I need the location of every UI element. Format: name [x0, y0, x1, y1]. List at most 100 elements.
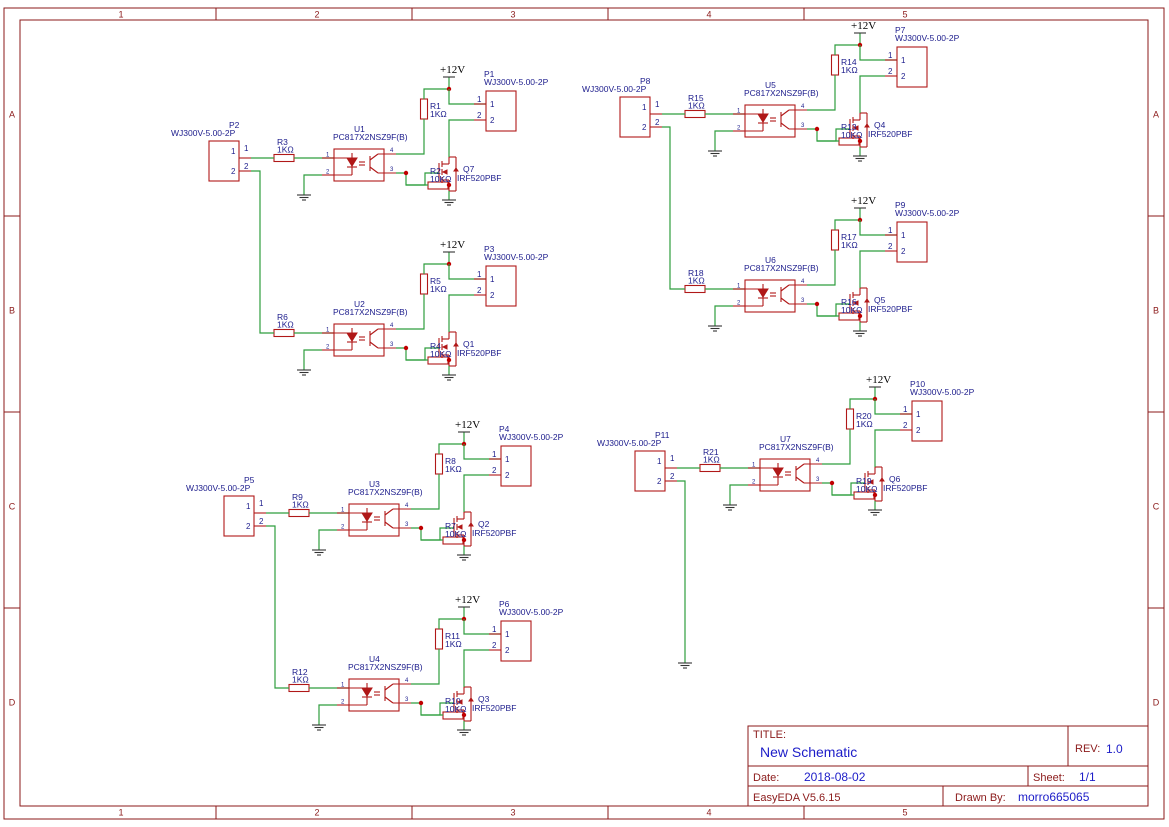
date-value: 2018-08-02: [804, 770, 866, 784]
pin-label: 1: [657, 457, 662, 466]
zone-row-left: D: [9, 697, 16, 707]
title-block: TITLE: New Schematic REV: 1.0 Date: 2018…: [747, 725, 1149, 807]
optocoupler-ref: U2: [354, 299, 365, 309]
mosfet-arrow-icon: [852, 300, 859, 306]
junction-dot: [814, 126, 820, 132]
pin-label: 4: [390, 323, 394, 329]
input-resistor-ref: R21: [703, 447, 719, 457]
pin-label: 1: [246, 502, 251, 511]
pin-label: 3: [405, 697, 409, 703]
pin-label: 2: [477, 111, 482, 120]
pin-label: 1: [655, 100, 660, 109]
pin-label: 2: [642, 123, 647, 132]
power-label: +12V: [455, 594, 480, 606]
pullup-resistor: [845, 408, 855, 430]
zone-row-left: C: [9, 501, 16, 511]
zone-column-top: 1: [118, 9, 123, 19]
wire: [714, 130, 733, 151]
gate-resistor-value: 10KΩ: [841, 305, 862, 315]
power-label: +12V: [455, 419, 480, 431]
output-connector: [500, 445, 532, 487]
wire: [448, 119, 474, 133]
pullup-resistor-ref: R20: [856, 411, 872, 421]
optocoupler-body: [744, 279, 796, 313]
input-connector: [208, 140, 240, 182]
junction-dot: [857, 138, 863, 144]
zone-column-bottom: 3: [510, 807, 515, 817]
ground-symbol: [297, 369, 311, 376]
wire: [859, 250, 885, 264]
pin-label: 1: [737, 109, 741, 115]
zone-column-top: 5: [902, 9, 907, 19]
output-connector-ref: P7: [895, 25, 906, 35]
ground-symbol: [723, 504, 737, 511]
input-connector-ref: P8: [640, 76, 651, 86]
ground-symbol: [457, 729, 471, 736]
junction-dot: [461, 537, 467, 543]
ground-symbol: [442, 374, 456, 381]
pin-label: 2: [670, 472, 675, 481]
pin-label: 1: [477, 270, 482, 279]
pin-label: 2: [477, 286, 482, 295]
pullup-resistor-value: 1KΩ: [430, 109, 447, 119]
junction-dot: [418, 700, 424, 706]
pullup-resistor-ref: R1: [430, 101, 441, 111]
mosfet-arrow-icon: [867, 479, 874, 485]
ground-symbol: [297, 194, 311, 201]
input-connector: [634, 450, 666, 492]
input-resistor: [699, 463, 721, 473]
zone-row-right: D: [1153, 697, 1160, 707]
gate-resistor-value: 10KΩ: [430, 174, 451, 184]
input-resistor-ref: R3: [277, 137, 288, 147]
pullup-resistor: [830, 229, 840, 251]
pin-label: 3: [801, 298, 805, 304]
pin-label: 1: [901, 56, 906, 65]
wire: [251, 170, 274, 334]
wire: [859, 220, 897, 236]
zone-column-bottom: 5: [902, 807, 907, 817]
optocoupler-part: PC817X2NSZ9F(B): [744, 263, 819, 273]
wire: [438, 443, 464, 454]
zone-column-top: 4: [706, 9, 711, 19]
optocoupler: [348, 503, 400, 537]
pin-label: 4: [405, 503, 409, 509]
wire: [807, 75, 836, 111]
power-label: +12V: [440, 239, 465, 251]
pin-label: 2: [737, 126, 741, 132]
optocoupler-ref: U4: [369, 654, 380, 664]
optocoupler-part: PC817X2NSZ9F(B): [744, 88, 819, 98]
zone-row-left: B: [9, 305, 15, 315]
input-connector: [619, 96, 651, 138]
pullup-resistor: [830, 54, 840, 76]
wire: [318, 529, 337, 550]
ground-symbol: [708, 150, 722, 157]
input-resistor-ref: R12: [292, 667, 308, 677]
power-label: +12V: [851, 20, 876, 32]
ground-symbol: [312, 724, 326, 731]
pullup-resistor-ref: R5: [430, 276, 441, 286]
wire: [318, 704, 337, 725]
optocoupler-body: [333, 323, 385, 357]
optocoupler-ref: U7: [780, 434, 791, 444]
pin-label: 1: [888, 226, 893, 235]
pullup-resistor-value: 1KΩ: [856, 419, 873, 429]
gate-resistor-ref: R16: [841, 297, 857, 307]
mosfet-part: IRF520PBF: [883, 483, 927, 493]
tool-version: EasyEDA V5.6.15: [753, 792, 840, 804]
pin-label: 1: [341, 508, 345, 514]
pin-label: 2: [752, 480, 756, 486]
junction-dot: [829, 480, 835, 486]
rev-value: 1.0: [1106, 742, 1123, 756]
mosfet-ref: Q1: [463, 339, 475, 349]
pullup-resistor-value: 1KΩ: [841, 65, 858, 75]
pin-label: 2: [888, 67, 893, 76]
wire: [423, 263, 449, 274]
output-connector: [485, 90, 517, 132]
junction-dot: [814, 301, 820, 307]
mosfet: [849, 287, 870, 323]
zone-row-left: A: [9, 109, 15, 119]
pin-label: 1: [737, 284, 741, 290]
output-connector: [911, 400, 943, 442]
junction-dot: [461, 712, 467, 718]
